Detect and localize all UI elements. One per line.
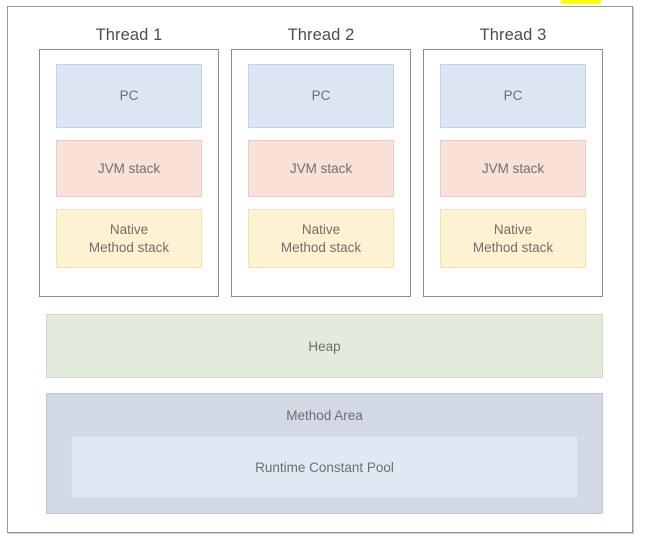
thread-1-jvm-stack-block[interactable]: JVM stack xyxy=(56,140,202,197)
thread-1-pc-block[interactable]: PC xyxy=(56,64,202,128)
thread-column-1[interactable]: Thread 1 PC JVM stack Native Method stac… xyxy=(39,21,219,297)
thread-1-native-line-2: Method stack xyxy=(88,239,170,255)
thread-2-native-line-2: Method stack xyxy=(280,239,362,255)
thread-3-title: Thread 3 xyxy=(479,26,547,44)
runtime-constant-pool-block[interactable]: Runtime Constant Pool xyxy=(71,436,578,498)
heap-block[interactable]: Heap xyxy=(46,314,603,378)
thread-2-jvm-stack-block[interactable]: JVM stack xyxy=(248,140,394,197)
yellow-highlight-artifact xyxy=(561,0,601,4)
thread-column-3[interactable]: Thread 3 PC JVM stack Native Method stac… xyxy=(423,21,603,297)
thread-3-jvm-stack-block[interactable]: JVM stack xyxy=(440,140,586,197)
thread-1-box[interactable]: PC JVM stack Native Method stack xyxy=(39,49,219,297)
jvm-runtime-data-areas-frame: Thread 1 PC JVM stack Native Method stac… xyxy=(7,6,633,533)
thread-1-native-method-stack-block[interactable]: Native Method stack xyxy=(56,209,202,268)
thread-2-pc-block[interactable]: PC xyxy=(248,64,394,128)
thread-3-native-method-stack-block[interactable]: Native Method stack xyxy=(440,209,586,268)
thread-2-title: Thread 2 xyxy=(287,26,355,44)
thread-3-native-line-1: Native xyxy=(493,222,533,238)
thread-3-box[interactable]: PC JVM stack Native Method stack xyxy=(423,49,603,297)
thread-2-native-line-1: Native xyxy=(301,222,341,238)
thread-1-title: Thread 1 xyxy=(95,26,163,44)
threads-row: Thread 1 PC JVM stack Native Method stac… xyxy=(39,21,603,297)
thread-2-box[interactable]: PC JVM stack Native Method stack xyxy=(231,49,411,297)
thread-column-2[interactable]: Thread 2 PC JVM stack Native Method stac… xyxy=(231,21,411,297)
thread-1-native-line-1: Native xyxy=(109,222,149,238)
thread-3-pc-block[interactable]: PC xyxy=(440,64,586,128)
method-area-label: Method Area xyxy=(286,408,363,423)
method-area-block[interactable]: Method Area Runtime Constant Pool xyxy=(46,393,603,514)
thread-2-native-method-stack-block[interactable]: Native Method stack xyxy=(248,209,394,268)
thread-3-native-line-2: Method stack xyxy=(472,239,554,255)
